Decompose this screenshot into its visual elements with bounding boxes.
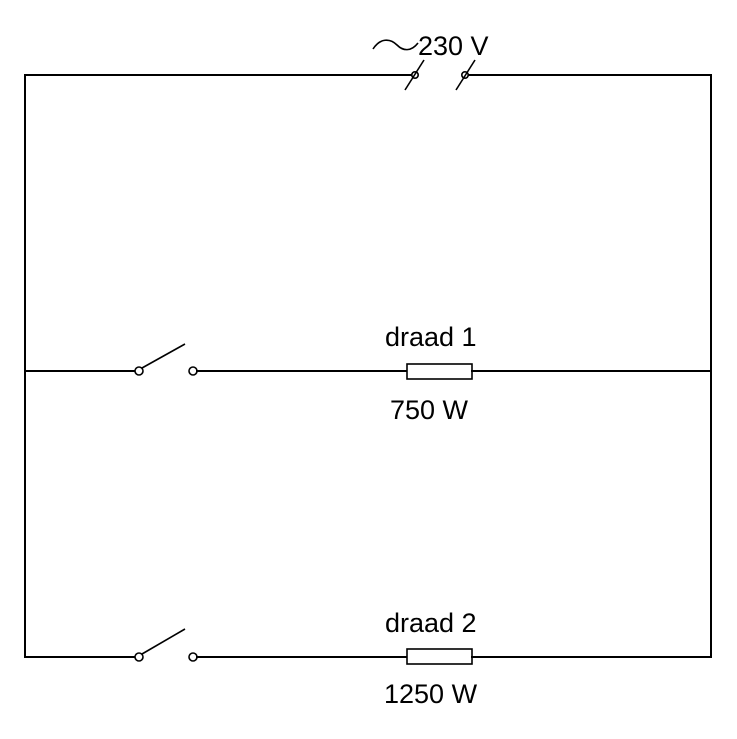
switch-1-icon [134,343,198,376]
draad-2-label: draad 2 [385,608,477,638]
terminal-right-icon [455,59,476,91]
draad-1-power-label: 750 W [390,395,469,425]
draad-1-label: draad 1 [385,322,477,352]
ac-tilde-icon [372,39,419,51]
switch-2-icon [134,628,198,662]
resistor-2-icon [406,648,473,665]
ac-source: 230 V [372,31,489,91]
terminal-left-icon [404,59,425,91]
draad-2-power-label: 1250 W [384,679,478,709]
branch-2: draad 2 1250 W [24,608,712,709]
resistor-1-icon [406,363,473,380]
voltage-label: 230 V [418,31,489,61]
branch-1: draad 1 750 W [24,322,712,425]
